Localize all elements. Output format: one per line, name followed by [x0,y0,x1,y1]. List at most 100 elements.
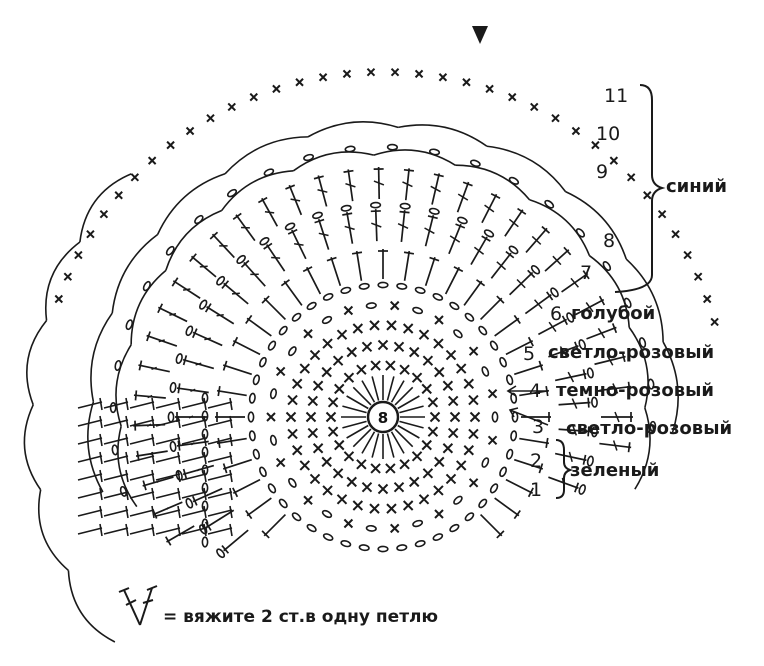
dc-top-mark [429,256,440,262]
center-spoke [394,428,414,448]
sc-stitch-mark [322,485,333,496]
chain-stitch-mark [649,420,657,433]
panel-dc-top [125,451,129,465]
dc-top-mark [433,173,444,178]
dc-top-mark [326,256,337,262]
sc-stitch-mark [321,456,332,468]
sc-stitch-mark [343,372,355,383]
row-number-8: 8 [603,230,615,252]
dc-top-mark [182,468,188,479]
dc-top-mark [280,279,290,287]
chain-stitch-mark [267,340,277,351]
sc-stitch-mark [671,229,680,239]
row-number-9: 9 [596,161,608,183]
chain-stitch-mark [499,356,507,368]
sc-stitch-mark [427,426,439,437]
dc-top-mark [399,210,410,214]
chain-stitch-mark [226,188,238,198]
sc-stitch-mark [468,346,479,356]
sc-stitch-mark [370,360,381,371]
dc-yarnover-mark [371,222,382,228]
chain-stitch-mark [586,367,594,379]
panel-dc-mark [77,527,103,535]
dc-top-mark [245,510,253,520]
color-labels: синий голубой светло-розовый темно-розов… [548,176,732,481]
dc-stitch-mark [246,497,272,517]
dc-stitch-mark [263,297,287,321]
dc-top-mark [343,169,354,173]
sc-stitch-mark [409,346,420,358]
sc-stitch-mark [434,315,444,325]
panel-dc-top [229,433,233,447]
chain-stitch-mark [312,211,323,220]
dc-stitch-mark [479,297,503,321]
sc-stitch-mark [414,69,424,79]
chain-stitch-mark [185,497,194,509]
label-rows-1-2: зеленый [570,460,659,481]
sc-stitch-mark [292,378,303,389]
chain-stitch-mark [530,265,541,275]
chain-stitch-mark [365,524,377,532]
dc-stitch-mark [355,250,363,281]
chain-loop-line [26,320,48,406]
center-spoke [397,424,420,439]
panel-dc-top [125,433,129,447]
chain-loop-line [628,326,649,409]
chain-stitch-mark [201,536,209,548]
sc-stitch-mark [702,294,712,304]
dc-top-mark [263,242,273,250]
sc-stitch-mark [434,456,445,468]
sc-stitch-mark [266,412,276,422]
dc-top-mark [455,223,466,229]
dc-top-mark [621,351,626,363]
dc-top-mark [134,390,138,401]
chain-stitch-mark [508,245,519,255]
dc-yarnover-mark [290,198,301,202]
chain-loop-line [634,407,651,490]
panel-dc-mark [77,401,103,409]
arrow-row-3 [508,407,549,426]
sc-stitch-mark [456,363,467,374]
dc-yarnover-mark [457,193,469,201]
chain-stitch-mark [510,430,518,442]
sc-stitch-mark [427,397,439,408]
panel-dc-mark [103,509,129,517]
panel-dc-top [229,451,233,465]
dc-yarnover-mark [552,255,562,266]
dc-top-mark [204,303,212,313]
panel-dc-mark [129,437,155,445]
chain-stitch-mark [396,544,408,552]
dc-yarnover-mark [533,299,543,310]
dc-yarnover-mark [317,189,328,193]
panel-dc-mark [207,491,233,499]
chain-stitch-mark [396,282,408,290]
chain-loop-line [486,145,567,193]
chain-stitch-mark [591,396,598,408]
dc-yarnover-mark [614,411,620,423]
chain-stitch-mark [201,464,209,476]
dc-top-mark [232,487,239,498]
sc-stitch-mark [332,355,344,366]
chain-loop-line [224,136,308,175]
chain-loop-line [307,121,399,138]
dc-yarnover-mark [508,218,519,228]
panel-dc-mark [207,455,233,463]
panel-dc-top [99,415,103,429]
dc-yarnover-mark [190,388,196,392]
dc-top-mark [342,212,353,216]
panel-dc-top [229,523,233,537]
dc-yarnover-mark [344,225,355,231]
dc-top-mark [221,280,230,289]
chain-stitch-mark [321,509,333,519]
sc-stitch-mark [409,476,420,488]
panel-dc-mark [155,509,181,517]
dc-yarnover-mark [572,425,578,436]
chain-stitch-mark [453,495,463,505]
center-spoke [371,376,380,401]
center-spoke [361,380,376,403]
chain-stitch-mark [647,378,655,390]
chain-stitch-mark [377,281,389,289]
panel-dc-mark [207,401,233,409]
